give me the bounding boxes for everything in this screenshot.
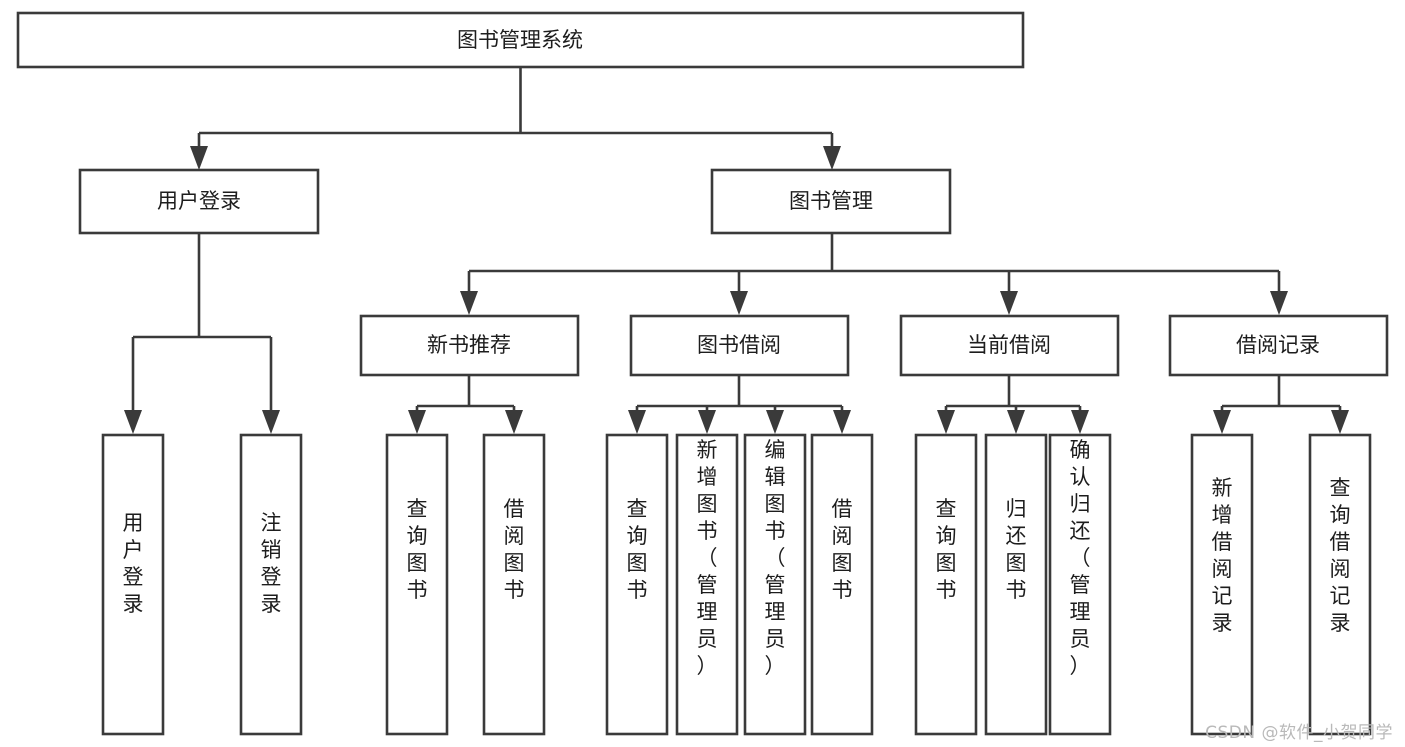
node-book-management-label: 图书管理 [789,189,873,213]
node-new-book-recommend-label: 新书推荐 [427,333,511,357]
leaf-current-borrow-query-label: 查询图书 [936,497,957,602]
connector-newbook-to-leaves [408,375,523,434]
connector-borrowrecord-to-leaves [1213,375,1349,434]
leaf-current-borrow-return-label: 归还图书 [1006,497,1027,602]
leaf-borrow-record-query[interactable]: 查询借阅记录 [1308,433,1372,736]
leaf-new-book-query[interactable]: 查询图书 [385,433,449,736]
node-book-borrow-label: 图书借阅 [697,333,781,357]
node-user-login[interactable]: 用户登录 [78,168,320,235]
leaf-book-borrow-edit-label: 编辑图书（管理员） [765,438,786,678]
leaf-book-borrow-add-label: 新增图书（管理员） [697,438,718,678]
node-new-book-recommend[interactable]: 新书推荐 [359,314,580,377]
leaf-book-borrow-borrow[interactable]: 借阅图书 [810,433,874,736]
leaf-current-borrow-return[interactable]: 归还图书 [984,433,1048,736]
leaf-borrow-record-add-label: 新增借阅记录 [1212,476,1233,635]
leaf-borrow-record-add[interactable]: 新增借阅记录 [1190,433,1254,736]
leaf-user-login-logout-label: 注销登录 [261,511,282,616]
leaf-user-login-logout[interactable]: 注销登录 [239,433,303,736]
csdn-watermark: CSDN @软件_小贺同学 [1205,723,1393,743]
leaf-borrow-record-query-label: 查询借阅记录 [1330,476,1351,635]
node-current-borrow[interactable]: 当前借阅 [899,314,1120,377]
leaf-current-borrow-query[interactable]: 查询图书 [914,433,978,736]
connector-root-to-level2 [190,67,841,170]
node-book-management[interactable]: 图书管理 [710,168,952,235]
leaf-new-book-query-label: 查询图书 [407,497,428,602]
leaf-book-borrow-query[interactable]: 查询图书 [605,433,669,736]
node-borrow-record-label: 借阅记录 [1236,333,1320,357]
node-root-label: 图书管理系统 [457,28,583,52]
node-current-borrow-label: 当前借阅 [967,333,1051,357]
leaf-current-borrow-confirm[interactable]: 确认归还（管理员） [1048,433,1112,736]
node-user-login-label: 用户登录 [157,189,241,213]
leaf-new-book-borrow-label: 借阅图书 [504,497,525,602]
leaf-new-book-borrow[interactable]: 借阅图书 [482,433,546,736]
connector-bookmgmt-to-level3 [460,233,1288,315]
node-borrow-record[interactable]: 借阅记录 [1168,314,1389,377]
leaf-current-borrow-confirm-label: 确认归还（管理员） [1070,438,1091,678]
leaf-user-login-login[interactable]: 用户登录 [101,433,165,736]
leaf-book-borrow-borrow-label: 借阅图书 [832,497,853,602]
node-book-borrow[interactable]: 图书借阅 [629,314,850,377]
leaf-book-borrow-add[interactable]: 新增图书（管理员） [675,433,739,736]
node-root[interactable]: 图书管理系统 [16,11,1025,69]
leaf-user-login-login-label: 用户登录 [123,511,144,616]
connector-bookborrow-to-leaves [628,375,851,434]
leaf-book-borrow-query-label: 查询图书 [627,497,648,602]
leaf-book-borrow-edit[interactable]: 编辑图书（管理员） [743,433,807,736]
connector-currentborrow-to-leaves [937,375,1089,434]
connector-userlogin-to-leaves [124,233,280,434]
